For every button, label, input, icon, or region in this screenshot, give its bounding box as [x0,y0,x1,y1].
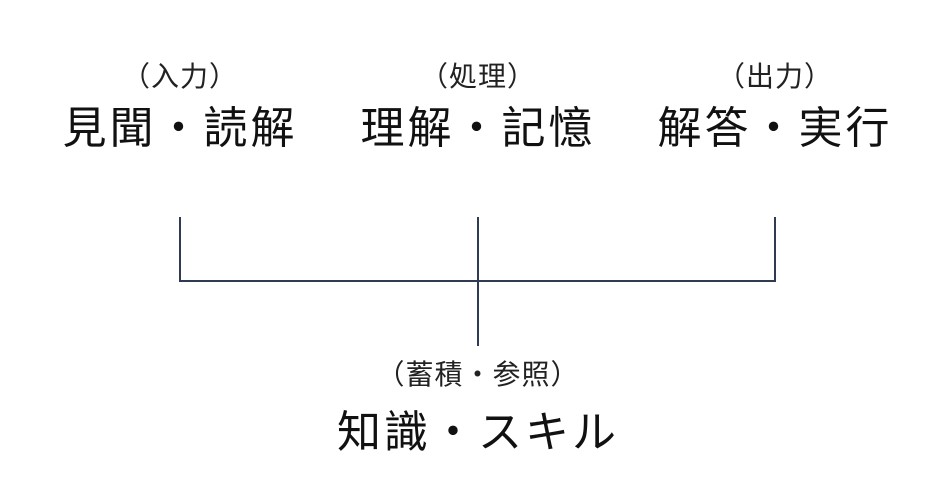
node-knowledge: （蓄積・参照） 知識・スキル [337,358,619,460]
node-process-main: 理解・記憶 [360,103,596,154]
node-input: （入力） 見聞・読解 [63,60,298,156]
node-knowledge-sub: （蓄積・参照） [376,358,580,391]
node-input-main: 見聞・読解 [62,103,298,154]
node-output-main: 解答・実行 [657,103,893,154]
node-input-sub: （入力） [121,60,238,93]
node-knowledge-main: 知識・スキル [337,407,619,458]
node-process: （処理） 理解・記憶 [361,60,596,156]
node-output: （出力） 解答・実行 [658,60,893,156]
node-output-sub: （出力） [716,60,833,93]
node-process-sub: （処理） [419,60,536,93]
